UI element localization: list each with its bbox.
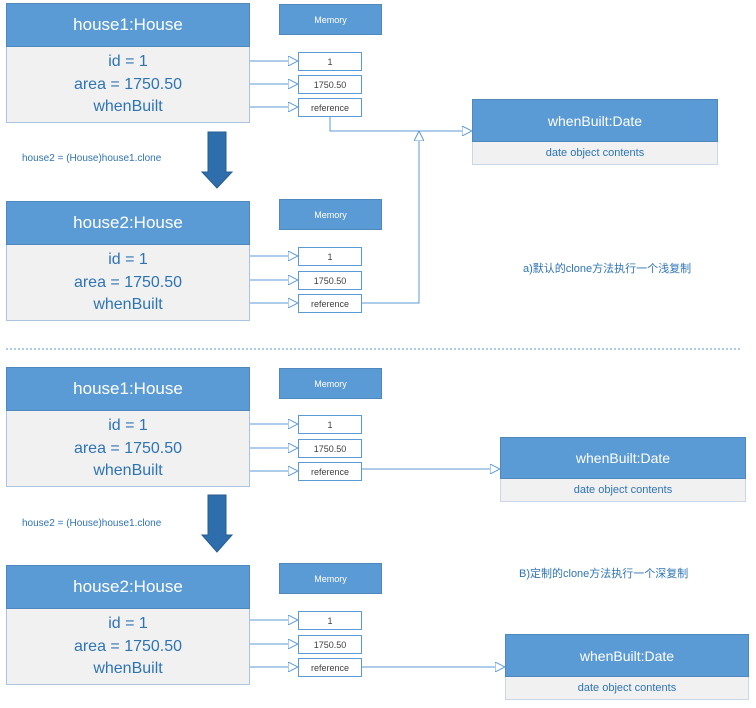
date-object-header: whenBuilt:Date xyxy=(505,634,749,677)
house1-class-header: house1:House xyxy=(6,3,250,47)
shallow-copy-caption: a)默认的clone方法执行一个浅复制 xyxy=(523,263,692,275)
memory-value-id: 1 xyxy=(298,247,362,266)
clone-note: house2 = (House)house1.clone xyxy=(22,518,162,529)
class-title: house1:House xyxy=(73,379,183,398)
house2-class-header: house2:House xyxy=(6,565,250,609)
memory-header: Memory xyxy=(279,199,382,230)
memory-value-reference: reference xyxy=(298,294,362,313)
clone-note: house2 = (House)house1.clone xyxy=(22,153,162,164)
field-whenbuilt: whenBuilt xyxy=(93,462,163,479)
field-id: id = 1 xyxy=(108,251,148,268)
memory-value-id: 1 xyxy=(298,52,362,71)
field-whenbuilt: whenBuilt xyxy=(93,660,163,677)
date-object-header: whenBuilt:Date xyxy=(472,99,718,142)
memory-header: Memory xyxy=(279,368,382,399)
house1-class-header: house1:House xyxy=(6,367,250,411)
memory-header: Memory xyxy=(279,4,382,35)
memory-value-id: 1 xyxy=(298,611,362,630)
class-title: house2:House xyxy=(73,577,183,596)
arrow-reference-to-shared-date xyxy=(362,131,419,304)
house2-class-header: house2:House xyxy=(6,201,250,245)
field-area: area = 1750.50 xyxy=(73,274,183,291)
field-id: id = 1 xyxy=(108,615,148,632)
date-object-contents: date object contents xyxy=(500,479,746,502)
clone-down-arrow xyxy=(200,131,234,189)
memory-value-area: 1750.50 xyxy=(298,75,362,94)
field-id: id = 1 xyxy=(108,417,148,434)
memory-value-area: 1750.50 xyxy=(298,271,362,290)
field-area: area = 1750.50 xyxy=(73,76,183,93)
memory-value-reference: reference xyxy=(298,658,362,677)
memory-value-reference: reference xyxy=(298,462,362,481)
class-title: house2:House xyxy=(73,213,183,232)
memory-header: Memory xyxy=(279,563,382,594)
house2-field-panel: id = 1 area = 1750.50 whenBuilt xyxy=(6,245,250,321)
field-whenbuilt: whenBuilt xyxy=(93,296,163,313)
field-area: area = 1750.50 xyxy=(73,638,183,655)
date-object-contents: date object contents xyxy=(505,677,749,700)
deep-copy-caption: B)定制的clone方法执行一个深复制 xyxy=(519,568,689,580)
house1-field-panel: id = 1 area = 1750.50 whenBuilt xyxy=(6,47,250,123)
date-object-header: whenBuilt:Date xyxy=(500,437,746,479)
date-object-contents: date object contents xyxy=(472,142,718,165)
memory-value-reference: reference xyxy=(298,98,362,117)
clone-down-arrow xyxy=(200,494,234,553)
class-title: house1:House xyxy=(73,15,183,34)
field-area: area = 1750.50 xyxy=(73,440,183,457)
field-id: id = 1 xyxy=(108,53,148,70)
memory-value-area: 1750.50 xyxy=(298,635,362,654)
memory-value-area: 1750.50 xyxy=(298,439,362,458)
house2-field-panel: id = 1 area = 1750.50 whenBuilt xyxy=(6,609,250,685)
field-whenbuilt: whenBuilt xyxy=(93,98,163,115)
house1-field-panel: id = 1 area = 1750.50 whenBuilt xyxy=(6,411,250,487)
arrow-reference-to-date xyxy=(329,117,472,131)
memory-value-id: 1 xyxy=(298,415,362,434)
